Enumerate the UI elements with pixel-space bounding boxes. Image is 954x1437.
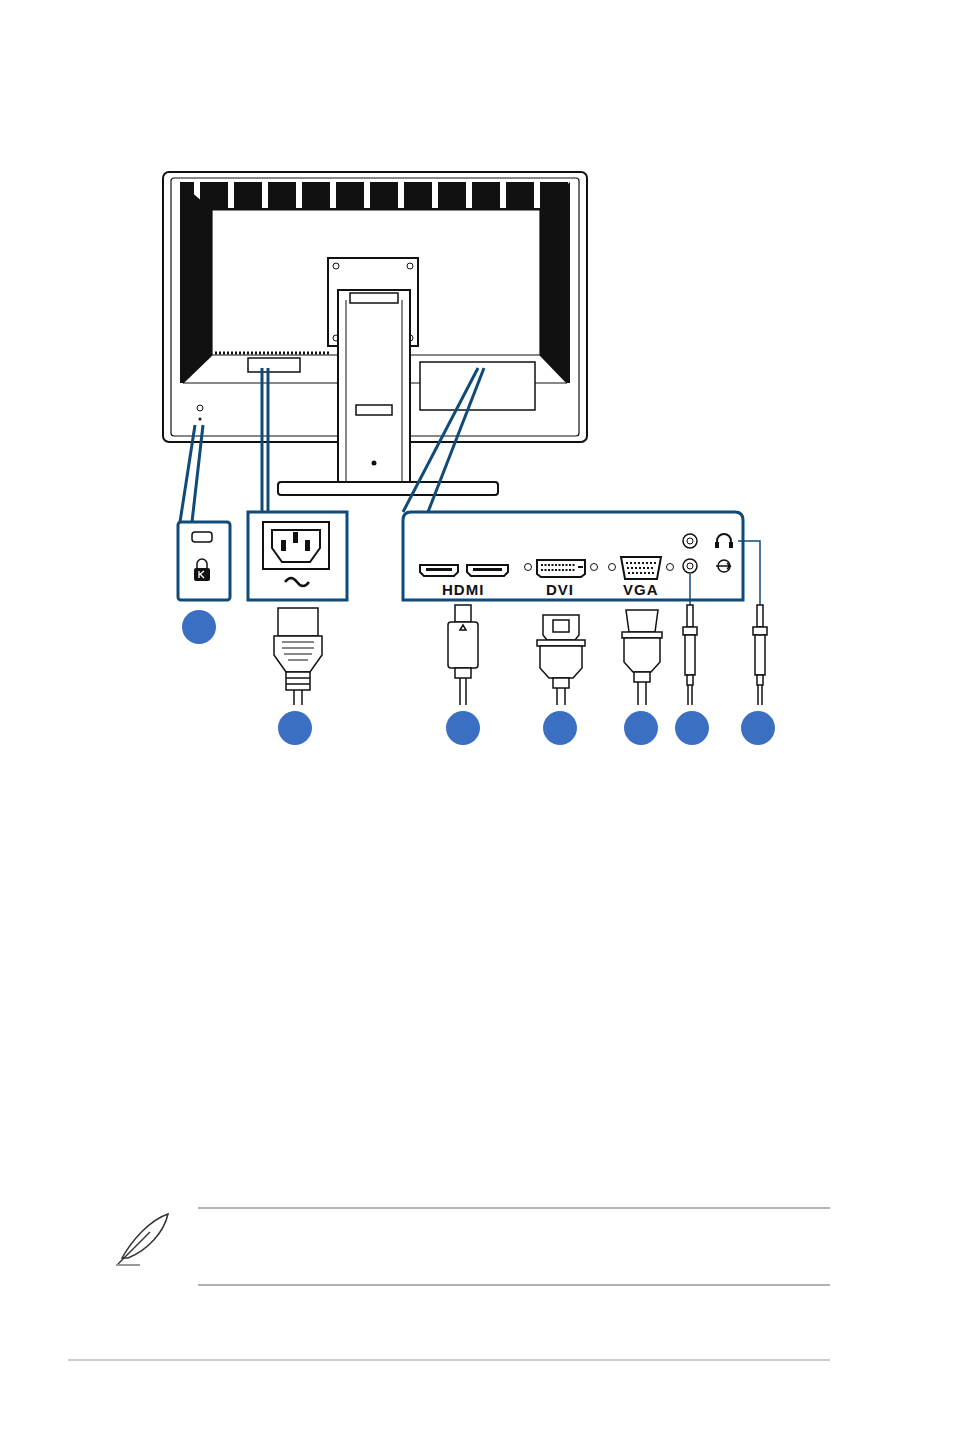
port-label: HDMI [442, 582, 484, 597]
port-label: VGA [623, 582, 659, 597]
port-label: DVI [546, 582, 574, 597]
